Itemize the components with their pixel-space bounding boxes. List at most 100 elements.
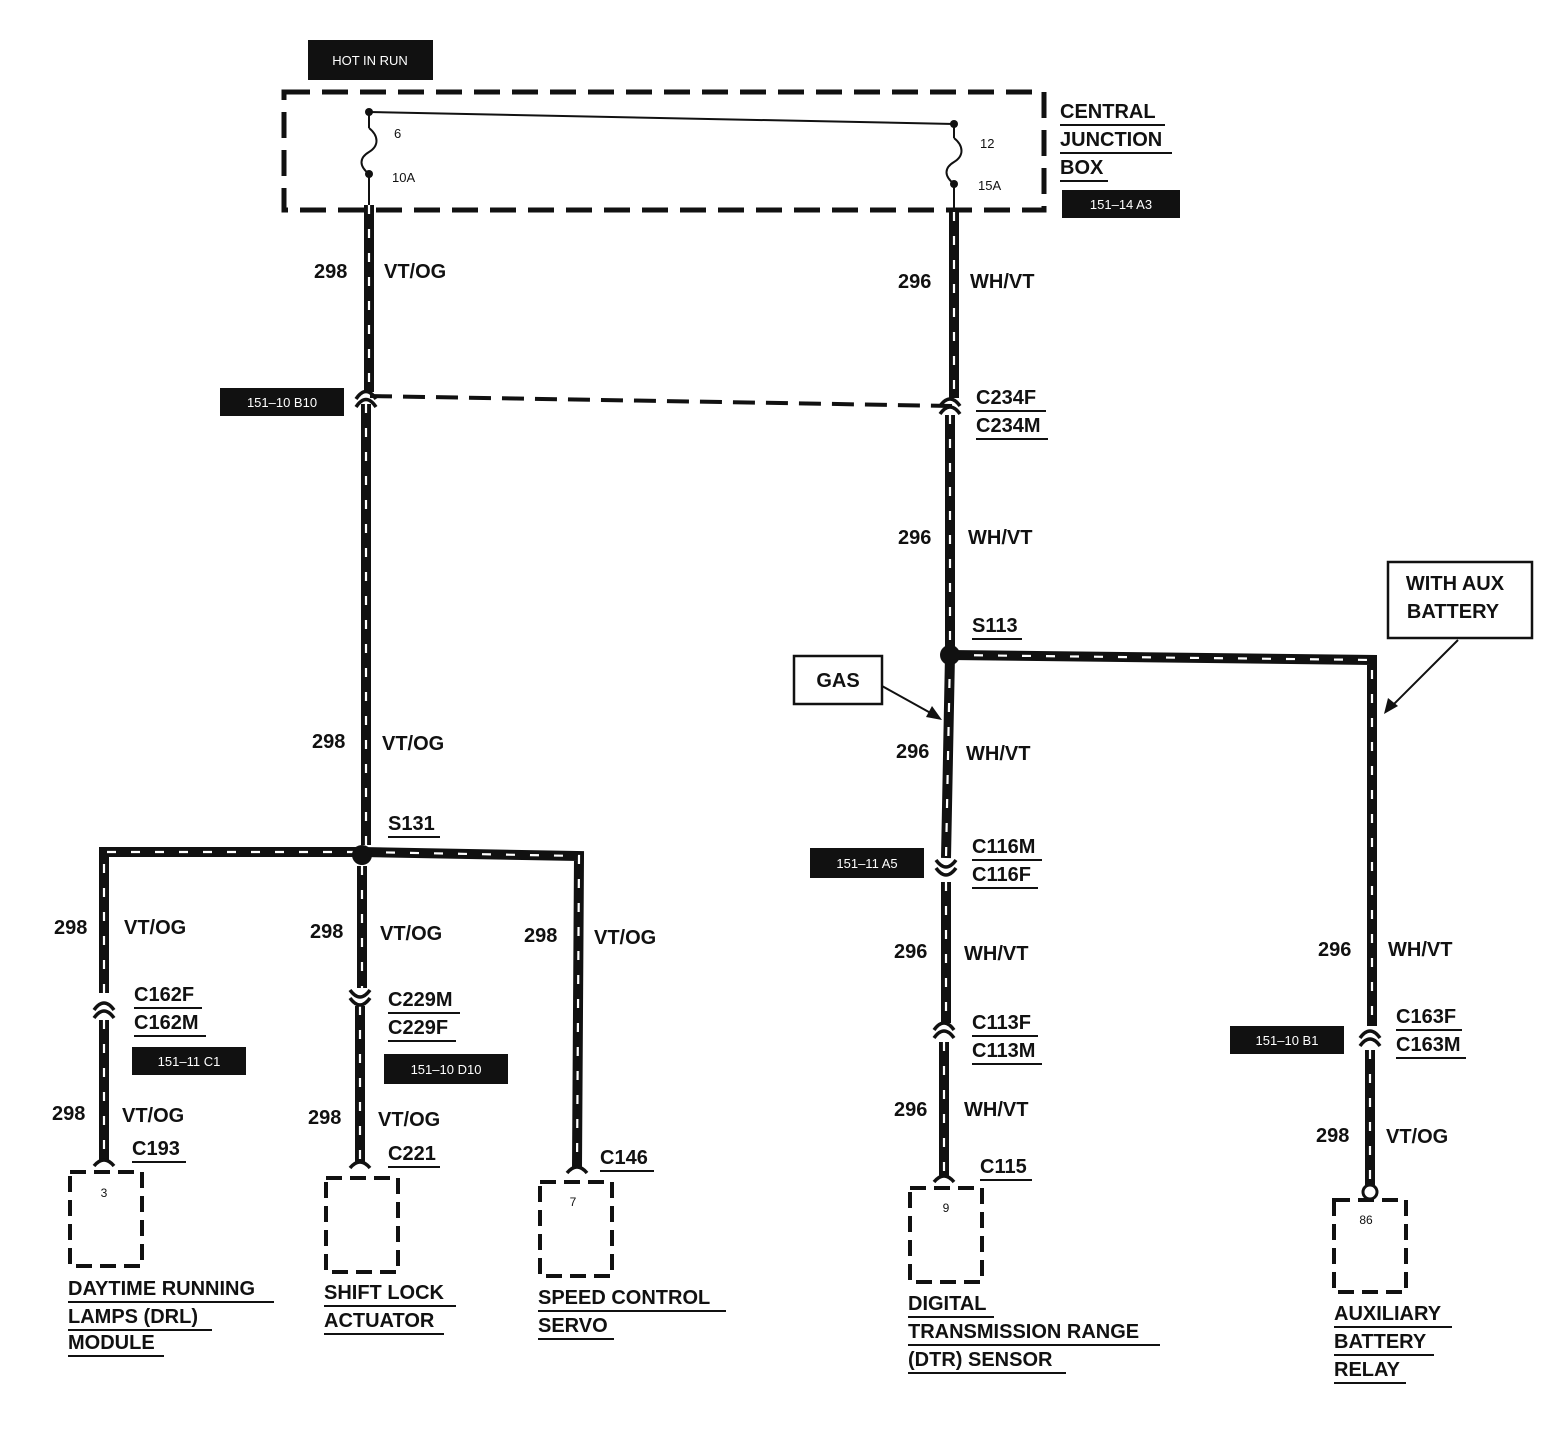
diagram-label: 298 bbox=[308, 1107, 341, 1129]
diagram-label: HOT IN RUN bbox=[332, 53, 408, 68]
diagram-label: 151–14 A3 bbox=[1090, 197, 1152, 212]
diagram-label: C113M bbox=[972, 1040, 1035, 1062]
fuse-12: 12 15A bbox=[945, 120, 1001, 212]
diagram-label: C229F bbox=[388, 1017, 448, 1039]
diagram-label: WH/VT bbox=[968, 527, 1032, 549]
diagram-label: VT/OG bbox=[594, 927, 656, 949]
diagram-label: BATTERY bbox=[1334, 1331, 1427, 1353]
diagram-label: DIGITAL bbox=[908, 1293, 987, 1315]
diagram-label: C221 bbox=[388, 1143, 436, 1165]
diagram-label: WH/VT bbox=[964, 943, 1028, 965]
jb-title-3: BOX bbox=[1060, 157, 1104, 179]
splice-s131-label: S131 bbox=[388, 813, 435, 835]
component-dtr-sensor: 9 DIGITAL TRANSMISSION RANGE (DTR) SENSO… bbox=[908, 1186, 1160, 1374]
component-drl-module: 3 DAYTIME RUNNING LAMPS (DRL) MODULE bbox=[68, 1170, 274, 1357]
diagram-label: 296 bbox=[896, 741, 929, 763]
diagram-label: 298 bbox=[524, 925, 557, 947]
diagram-label: MODULE bbox=[68, 1332, 155, 1354]
component-auxiliary-battery-relay: 86 AUXILIARY BATTERY RELAY bbox=[1332, 1198, 1452, 1384]
diagram-label: 6 bbox=[394, 126, 401, 141]
diagram-label: (DTR) SENSOR bbox=[908, 1349, 1053, 1371]
jb-title-2: JUNCTION bbox=[1060, 129, 1162, 151]
diagram-label: SHIFT LOCK bbox=[324, 1282, 445, 1304]
diagram-label: GAS bbox=[816, 670, 859, 692]
diagram-label: 12 bbox=[980, 136, 994, 151]
diagram-label: 296 bbox=[898, 271, 931, 293]
diagram-label: 298 bbox=[312, 731, 345, 753]
component-speed-control-servo: 7 SPEED CONTROL SERVO bbox=[538, 1180, 726, 1340]
diagram-label: C234F bbox=[976, 387, 1036, 409]
diagram-label: C113F bbox=[972, 1012, 1031, 1034]
diagram-label: BATTERY bbox=[1407, 601, 1500, 623]
diagram-label: WH/VT bbox=[964, 1099, 1028, 1121]
diagram-label: C229M bbox=[388, 989, 452, 1011]
diagram-label: VT/OG bbox=[382, 733, 444, 755]
diagram-label: 151–11 A5 bbox=[836, 856, 897, 871]
diagram-label: WITH AUX bbox=[1406, 573, 1505, 595]
diagram-label: 9 bbox=[943, 1201, 950, 1215]
diagram-label: 298 bbox=[54, 917, 87, 939]
diagram-label: 15A bbox=[978, 178, 1001, 193]
wires bbox=[99, 205, 1377, 1185]
diagram-label: VT/OG bbox=[378, 1109, 440, 1131]
diagram-label: C146 bbox=[600, 1147, 648, 1169]
diagram-label: VT/OG bbox=[380, 923, 442, 945]
splice-s113-dot bbox=[940, 645, 960, 665]
diagram-label: 296 bbox=[894, 1099, 927, 1121]
diagram-label: 298 bbox=[314, 261, 347, 283]
reference-tags: 151–10 B10 151–11 A5 151–11 C1 151–10 D1… bbox=[132, 388, 1344, 1084]
splice-s131-dot bbox=[352, 845, 372, 865]
diagram-label: 296 bbox=[894, 941, 927, 963]
note-with-aux-battery: WITH AUX BATTERY bbox=[1384, 560, 1534, 714]
diagram-label: VT/OG bbox=[124, 917, 186, 939]
jb-title-1: CENTRAL bbox=[1060, 101, 1156, 123]
diagram-label: 298 bbox=[1316, 1125, 1349, 1147]
diagram-label: VT/OG bbox=[384, 261, 446, 283]
diagram-label: DAYTIME RUNNING bbox=[68, 1278, 255, 1300]
component-shift-lock-actuator: SHIFT LOCK ACTUATOR bbox=[324, 1176, 456, 1335]
diagram-label: 298 bbox=[52, 1103, 85, 1125]
diagram-label: C162M bbox=[134, 1012, 198, 1034]
diagram-label: WH/VT bbox=[970, 271, 1034, 293]
diagram-label: SPEED CONTROL bbox=[538, 1287, 710, 1309]
diagram-label: SERVO bbox=[538, 1315, 608, 1337]
diagram-label: C116M bbox=[972, 836, 1035, 858]
diagram-label: WH/VT bbox=[1388, 939, 1452, 961]
diagram-label: LAMPS (DRL) bbox=[68, 1306, 198, 1328]
diagram-label: ACTUATOR bbox=[324, 1310, 435, 1332]
connector-labels: C234F C234M C116M C116F C113F C113M C162… bbox=[132, 387, 1466, 1181]
diagram-label: C193 bbox=[132, 1138, 180, 1160]
note-gas: GAS bbox=[792, 654, 942, 720]
diagram-label: C116F bbox=[972, 864, 1031, 886]
diagram-label: 3 bbox=[101, 1186, 108, 1200]
diagram-label: 151–11 C1 bbox=[158, 1054, 221, 1069]
diagram-label: 10A bbox=[392, 170, 415, 185]
diagram-label: C115 bbox=[980, 1156, 1027, 1178]
diagram-label: C163M bbox=[1396, 1034, 1460, 1056]
diagram-label: TRANSMISSION RANGE bbox=[908, 1321, 1139, 1343]
diagram-label: 296 bbox=[898, 527, 931, 549]
diagram-label: 7 bbox=[570, 1195, 577, 1209]
diagram-label: 298 bbox=[310, 921, 343, 943]
diagram-label: WH/VT bbox=[966, 743, 1030, 765]
splice-s113-label: S113 bbox=[972, 615, 1018, 637]
central-junction-box: 6 10A 12 15A CENTRAL JUNCTION BOX 151–14… bbox=[281, 89, 1180, 218]
diagram-label: VT/OG bbox=[1386, 1126, 1448, 1148]
circuit-labels: 298 VT/OG 296 WH/VT 296 WH/VT 298 VT/OG … bbox=[52, 261, 1452, 1148]
hot-in-run-tag: HOT IN RUN bbox=[308, 40, 433, 80]
diagram-label: 86 bbox=[1359, 1213, 1373, 1227]
diagram-label: 151–10 B10 bbox=[247, 395, 317, 410]
fuse-6: 6 10A bbox=[360, 108, 415, 205]
diagram-label: C162F bbox=[134, 984, 194, 1006]
diagram-label: RELAY bbox=[1334, 1359, 1401, 1381]
diagram-label: C163F bbox=[1396, 1006, 1456, 1028]
diagram-label: AUXILIARY bbox=[1334, 1303, 1442, 1325]
diagram-label: VT/OG bbox=[122, 1105, 184, 1127]
connector-symbols bbox=[92, 389, 1382, 1201]
bus-bar bbox=[368, 111, 955, 125]
connector-link-dashed bbox=[369, 394, 953, 408]
diagram-label: 151–10 D10 bbox=[411, 1062, 482, 1077]
diagram-label: 151–10 B1 bbox=[1256, 1033, 1319, 1048]
diagram-label: C234M bbox=[976, 415, 1040, 437]
